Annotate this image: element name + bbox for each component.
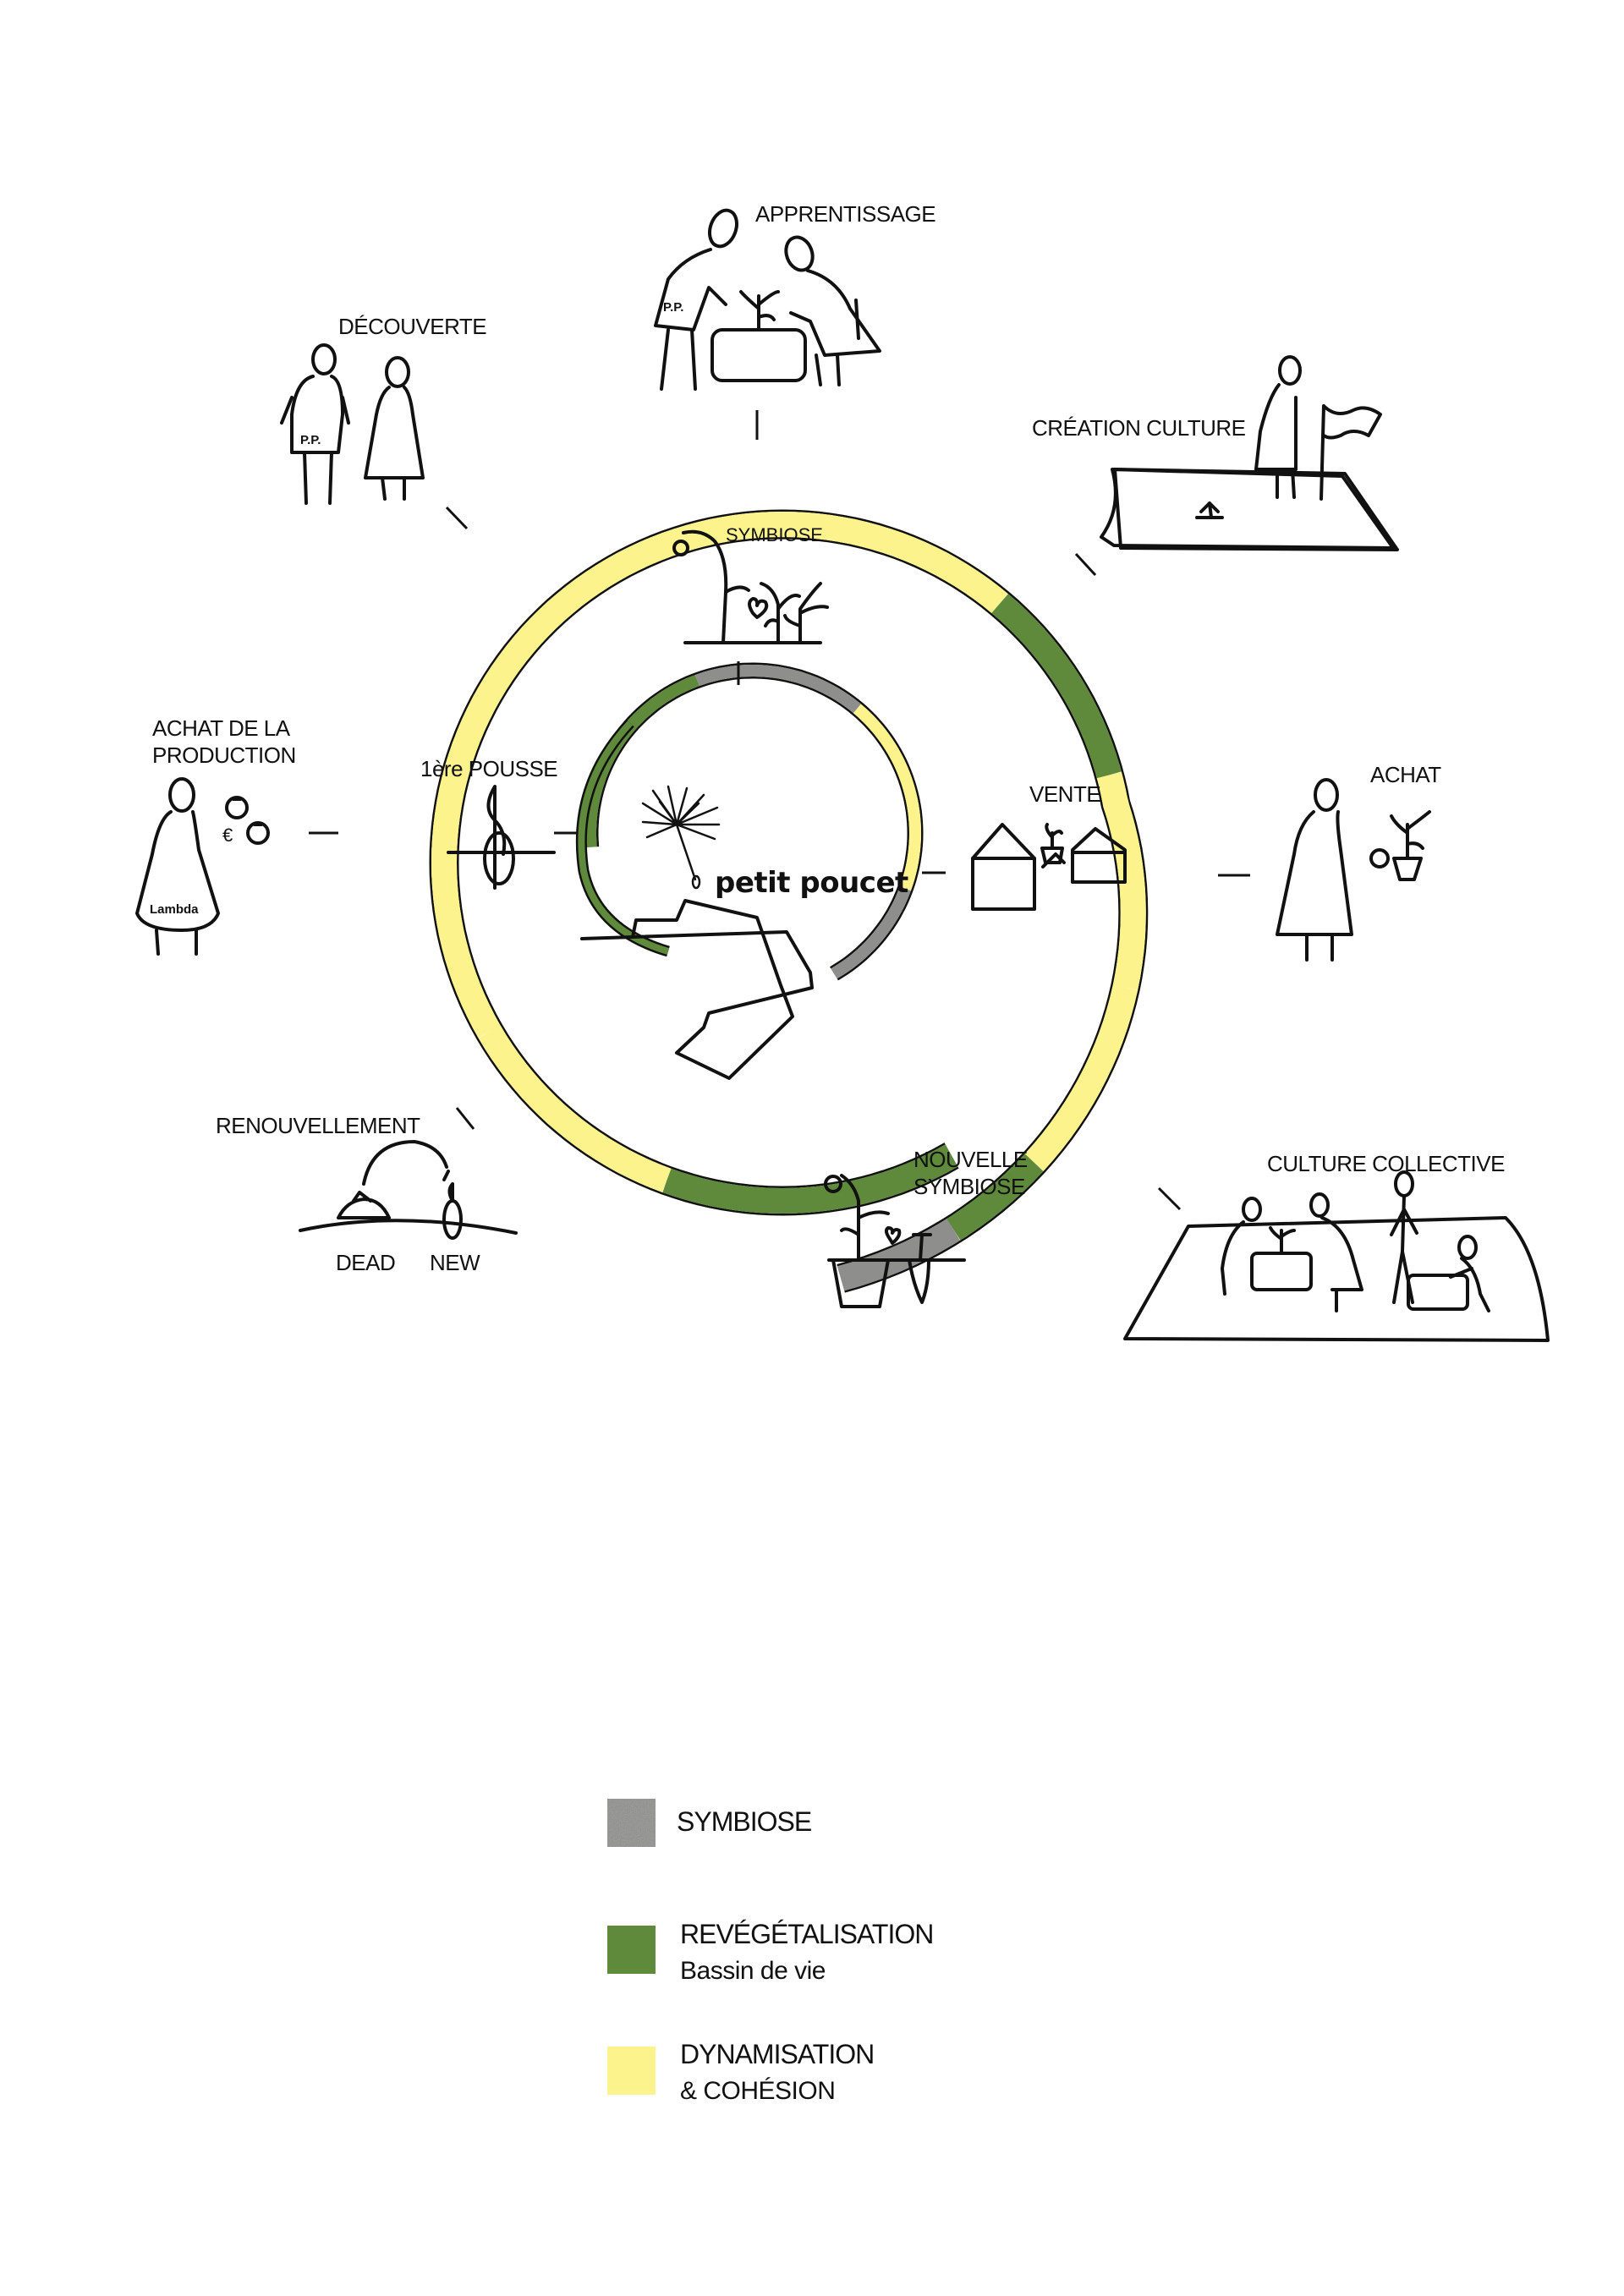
legend-swatch-dynamisation [607,2047,656,2095]
inner-hook-arc [575,719,670,957]
outer-spiral-band [429,509,1149,1293]
achat-production-pictogram [135,777,270,956]
site-outline [580,899,814,1080]
label-premiere-pousse: 1ère POUSSE [420,756,557,781]
label-achat: ACHAT [1370,762,1441,787]
label-new: NEW [430,1250,480,1275]
label-creation-culture: CRÉATION CULTURE [1032,415,1246,441]
achat-production-euro-tag: € [222,825,233,846]
achat-pictogram [1276,778,1431,962]
legend-item-dynamisation: DYNAMISATION & COHÉSION [607,2039,875,2105]
legend-subtitle-revegetalisation: Bassin de vie [680,1957,826,1985]
tick-mark [1074,552,1097,577]
achat-production-lambda-tag: Lambda [150,902,199,917]
inner-hook-segment [578,721,670,955]
apprentissage-pictogram [654,208,881,391]
inner-band-segment [853,704,922,890]
logo-text: petit poucet [715,866,908,900]
legend-title-dynamisation: DYNAMISATION [680,2039,874,2069]
outer-band-segment [1024,984,1138,1171]
dandelion-icon [641,785,721,890]
apprentissage-pp-tag: P.P. [663,300,683,315]
label-symbiose: SYMBIOSE [726,524,823,545]
legend-item-revegetalisation: REVÉGÉTALISATION Bassin de vie [607,1919,934,1985]
renouvellement-pictogram [299,1140,518,1240]
label-achat-production-1: ACHAT DE LA [152,715,291,741]
tick-mark [445,506,469,530]
label-culture-collective: CULTURE COLLECTIVE [1267,1151,1505,1176]
legend: SYMBIOSE REVÉGÉTALISATION Bassin de vie … [607,1799,934,2105]
outer-band-segment [837,1219,961,1291]
vente-pictogram [971,823,1127,911]
outer-band-segment [431,511,1008,1038]
legend-title-revegetalisation: REVÉGÉTALISATION [680,1919,933,1949]
label-vente: VENTE [1029,781,1100,807]
outer-band-segment [1096,771,1146,990]
label-nouvelle-symbiose-2: SYMBIOSE [914,1174,1025,1199]
decouverte-pp-tag: P.P. [300,433,321,447]
tick-marks [309,410,1250,1211]
inner-band-segment [831,886,911,979]
premiere-pousse-pictogram [447,785,556,890]
nouvelle-symbiose-pictogram [824,1174,966,1308]
inner-band-segment [695,664,861,714]
label-apprentissage: APPRENTISSAGE [755,201,935,227]
label-decouverte: DÉCOUVERTE [338,314,486,339]
legend-title-symbiose: SYMBIOSE [677,1806,811,1837]
label-dead: DEAD [336,1250,395,1275]
label-renouvellement: RENOUVELLEMENT [216,1113,420,1138]
legend-subtitle-dynamisation: & COHÉSION [680,2077,835,2105]
label-achat-production-2: PRODUCTION [152,743,296,768]
inner-ring-band [582,662,924,981]
outer-band-segment [991,594,1122,779]
tick-mark [455,1107,475,1130]
legend-swatch-revegetalisation [607,1926,656,1974]
tick-mark [1157,1186,1182,1211]
outer-band-segment [662,1144,958,1214]
legend-item-symbiose: SYMBIOSE [607,1799,812,1847]
symbiose-pictogram [672,529,829,644]
outer-band-segment [946,1153,1044,1241]
culture-collective-pictogram [1123,1170,1550,1342]
outer-band-segment [478,1025,672,1192]
label-nouvelle-symbiose-1: NOUVELLE [914,1147,1028,1172]
creation-culture-pictogram [1100,355,1399,551]
decouverte-pictogram [280,343,425,505]
